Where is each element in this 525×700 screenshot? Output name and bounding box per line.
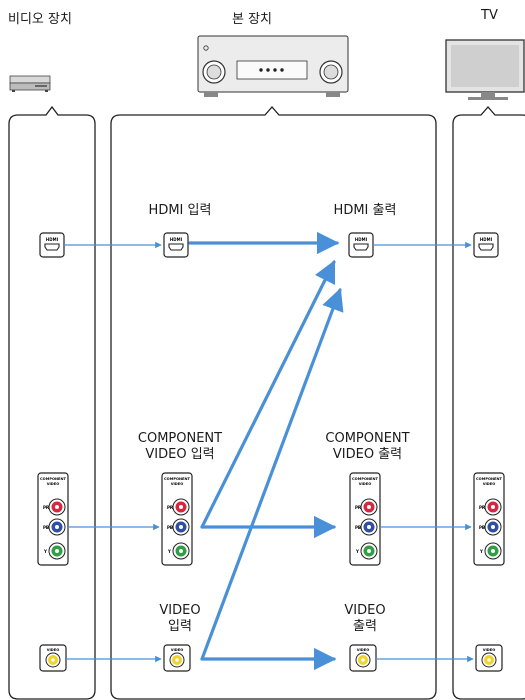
- svg-text:Y: Y: [479, 549, 483, 554]
- svg-text:PB: PB: [355, 525, 361, 530]
- svg-text:VIDEO: VIDEO: [357, 648, 370, 652]
- video-out-label-line1: VIDEO: [344, 603, 386, 618]
- video-device-hdmi-jack: HDMI: [39, 232, 65, 258]
- tv-hdmi-jack: HDMI: [473, 232, 499, 258]
- main-hdmi-in-jack: HDMI: [163, 232, 189, 258]
- svg-text:COMPONENT: COMPONENT: [40, 477, 66, 481]
- video-device-title: 비디오 장치: [8, 12, 72, 27]
- svg-text:HDMI: HDMI: [480, 237, 493, 242]
- svg-text:Y: Y: [43, 549, 47, 554]
- svg-text:HDMI: HDMI: [46, 237, 59, 242]
- svg-text:HDMI: HDMI: [170, 237, 183, 242]
- svg-text:PR: PR: [167, 505, 173, 510]
- main-unit-title: 본 장치: [232, 12, 273, 27]
- svg-text:VIDEO: VIDEO: [483, 648, 496, 652]
- svg-text:PR: PR: [479, 505, 485, 510]
- svg-text:Y: Y: [355, 549, 359, 554]
- component-out-label-line2: VIDEO 출력: [332, 447, 403, 462]
- component-in-label-line2: VIDEO 입력: [145, 447, 215, 462]
- svg-text:PR: PR: [355, 505, 361, 510]
- svg-text:VIDEO: VIDEO: [47, 648, 60, 652]
- tv-component-jacks: COMPONENT VIDEO PR PB Y: [473, 472, 505, 566]
- svg-text:PB: PB: [167, 525, 173, 530]
- svg-text:VIDEO: VIDEO: [171, 482, 184, 486]
- internal-signal-paths: [188, 231, 344, 671]
- tv-title: TV: [481, 8, 498, 23]
- signal-component-to-hdmi: [200, 259, 336, 529]
- svg-text:VIDEO: VIDEO: [359, 482, 372, 486]
- video-device-player-icon: [9, 75, 51, 92]
- svg-text:VIDEO: VIDEO: [171, 648, 184, 652]
- component-out-label-line1: COMPONENT: [325, 431, 410, 446]
- svg-text:VIDEO: VIDEO: [483, 482, 496, 486]
- svg-text:Y: Y: [167, 549, 171, 554]
- main-unit-receiver-icon: [197, 35, 349, 97]
- video-device-panel: [8, 105, 96, 700]
- svg-text:HDMI: HDMI: [355, 237, 368, 242]
- tv-panel: [452, 106, 525, 700]
- svg-text:COMPONENT: COMPONENT: [164, 477, 190, 481]
- signal-video-to-hdmi: [200, 287, 344, 661]
- main-component-in-jacks: COMPONENT VIDEO PR PB Y: [161, 472, 193, 566]
- video-device-component-jacks: COMPONENT VIDEO PR PB Y: [37, 472, 69, 566]
- svg-text:COMPONENT: COMPONENT: [476, 477, 502, 481]
- svg-text:PB: PB: [43, 525, 49, 530]
- main-video-out-jack: VIDEO: [349, 644, 377, 672]
- video-device-video-jack: VIDEO: [39, 644, 67, 672]
- video-in-label-line1: VIDEO: [159, 603, 201, 618]
- main-hdmi-out-jack: HDMI: [348, 232, 374, 258]
- main-component-out-jacks: COMPONENT VIDEO PR PB Y: [349, 472, 381, 566]
- svg-text:PR: PR: [43, 505, 49, 510]
- main-video-in-jack: VIDEO: [163, 644, 191, 672]
- component-in-label-line1: COMPONENT: [137, 431, 223, 446]
- svg-text:VIDEO: VIDEO: [47, 482, 60, 486]
- tv-icon: [445, 39, 525, 100]
- hdmi-out-label: HDMI 출력: [333, 203, 397, 218]
- svg-text:COMPONENT: COMPONENT: [352, 477, 378, 481]
- cable-arrows: [64, 241, 474, 663]
- svg-text:PB: PB: [479, 525, 485, 530]
- hdmi-in-label: HDMI 입력: [148, 203, 212, 218]
- video-in-label-line2: 입력: [168, 619, 192, 634]
- tv-video-jack: VIDEO: [475, 644, 503, 672]
- video-out-label-line2: 출력: [353, 619, 377, 634]
